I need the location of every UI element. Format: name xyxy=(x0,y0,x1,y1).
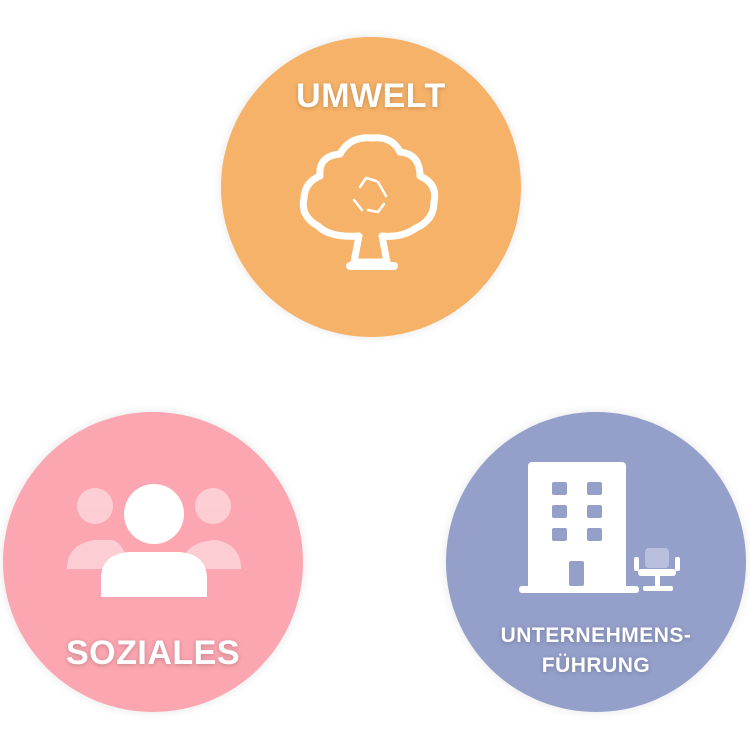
umwelt-label: UMWELT xyxy=(296,77,446,115)
tree-recycle-icon xyxy=(299,134,439,270)
people-group-icon xyxy=(67,484,241,597)
office-building-chair-icon xyxy=(519,462,680,593)
unternehmensfuehrung-circle: UNTERNEHMENS- FÜHRUNG xyxy=(446,412,746,712)
umwelt-circle: UMWELT xyxy=(221,37,521,337)
unternehmensfuehrung-label-line2: FÜHRUNG xyxy=(541,654,651,677)
unternehmensfuehrung-label-line1: UNTERNEHMENS- xyxy=(500,624,692,647)
soziales-circle: SOZIALES xyxy=(3,412,303,712)
soziales-label: SOZIALES xyxy=(65,634,241,672)
